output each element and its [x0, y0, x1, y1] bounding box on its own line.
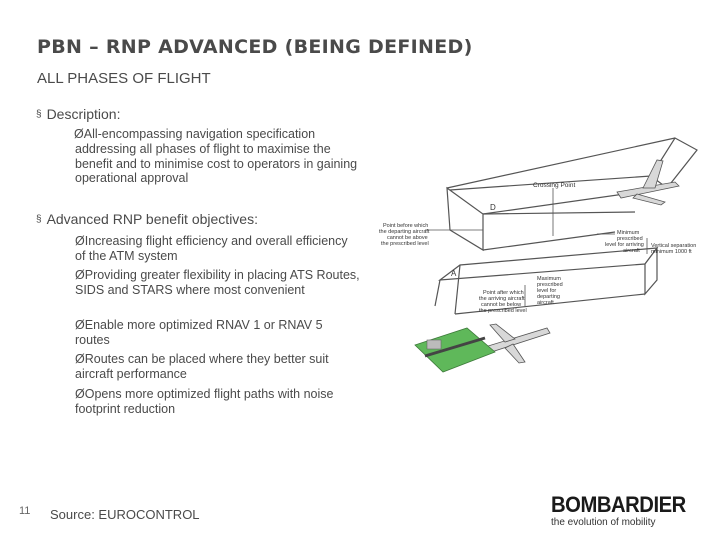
departing-aircraft-icon: [616, 159, 680, 206]
section-heading-description: § Description:: [36, 106, 120, 122]
label-arriving-point-1: Point after which: [483, 290, 524, 296]
arrow-bullet: Ø: [75, 234, 85, 248]
label-arriving-point-3: cannot be below: [481, 302, 521, 308]
label-a: A: [451, 269, 457, 278]
section-bullet: §: [36, 214, 42, 225]
bullet-item: ØEnable more optimized RNAV 1 or RNAV 5 …: [75, 318, 360, 348]
bullet-item: ØIncreasing flight efficiency and overal…: [75, 234, 360, 264]
arriving-aircraft-icon: [474, 323, 551, 364]
leader-lines: [425, 188, 648, 306]
arrival-tunnel: [434, 211, 659, 315]
label-max-level-3: level for: [537, 288, 556, 294]
arrow-bullet: Ø: [75, 318, 85, 332]
source-citation: Source: EUROCONTROL: [50, 507, 200, 522]
label-crossing-point: Crossing Point: [533, 182, 575, 189]
bullet-item-text: Increasing flight efficiency and overall…: [75, 234, 348, 263]
bullet-item-text: All-encompassing navigation specificatio…: [75, 127, 358, 186]
bullet-item-text: Opens more optimized flight paths with n…: [75, 387, 334, 416]
page-number: 11: [19, 505, 31, 517]
label-arriving-point-4: the prescribed level: [479, 308, 527, 314]
bullet-text: ØEnable more optimized RNAV 1 or RNAV 5 …: [75, 318, 360, 348]
bombardier-logo: BOMBARDIER the evolution of mobility: [551, 492, 686, 529]
bullet-item: ØProviding greater flexibility in placin…: [75, 268, 360, 298]
label-min-level-4: aircraft: [623, 248, 640, 254]
bullet-item-text: Routes can be placed where they better s…: [75, 352, 329, 381]
airport-ground: [414, 327, 496, 373]
label-max-level-4: departing: [537, 294, 560, 300]
section-heading-text: Description:: [46, 106, 121, 122]
label-max-level-2: prescribed: [537, 282, 563, 288]
label-max-level-1: Maximum: [537, 276, 561, 282]
section-heading-text: Advanced RNP benefit objectives:: [46, 211, 258, 227]
label-max-level-5: aircraft: [537, 300, 554, 306]
slide-subtitle: ALL PHASES OF FLIGHT: [37, 70, 211, 87]
section-bullet: §: [36, 109, 42, 120]
label-arriving-point-2: the arriving aircraft: [479, 296, 525, 302]
label-vertical-sep-1: Vertical separation: [651, 243, 696, 249]
bullet-item: ØAll-encompassing navigation specificati…: [74, 127, 360, 186]
label-d: D: [490, 203, 496, 212]
section-heading-objectives: § Advanced RNP benefit objectives:: [36, 211, 258, 227]
bullet-text: ØOpens more optimized flight paths with …: [75, 387, 360, 417]
bullet-text: ØAll-encompassing navigation specificati…: [74, 127, 360, 186]
crossing-point-diagram: Crossing Point D A Point before which th…: [379, 137, 698, 373]
bullet-item: ØRoutes can be placed where they better …: [75, 352, 360, 382]
bullet-item-text: Enable more optimized RNAV 1 or RNAV 5 r…: [75, 318, 323, 347]
logo-name: BOMBARDIER: [551, 492, 686, 517]
label-departing-point-4: the prescribed level: [381, 241, 429, 247]
arrow-bullet: Ø: [74, 127, 84, 141]
arrow-bullet: Ø: [75, 387, 85, 401]
departure-tunnel: [446, 137, 698, 252]
label-departing-point-3: cannot be above: [387, 235, 428, 241]
slide-title: PBN – RNP ADVANCED (BEING DEFINED): [37, 36, 473, 58]
logo-tagline: the evolution of mobility: [551, 517, 656, 528]
label-min-level-3: level for arriving: [605, 242, 644, 248]
bullet-item: ØOpens more optimized flight paths with …: [75, 387, 360, 417]
arrow-bullet: Ø: [75, 352, 85, 366]
label-min-level-2: prescribed: [617, 236, 643, 242]
bullet-item-text: Providing greater flexibility in placing…: [75, 268, 360, 297]
label-departing-point-2: the departing aircraft: [379, 229, 430, 235]
label-departing-point-1: Point before which: [383, 223, 428, 229]
bullet-text: ØRoutes can be placed where they better …: [75, 352, 360, 382]
label-vertical-sep-2: minimum 1000 ft: [651, 249, 692, 255]
label-min-level-1: Minimum: [617, 230, 640, 236]
bullet-text: ØIncreasing flight efficiency and overal…: [75, 234, 360, 264]
bullet-text: ØProviding greater flexibility in placin…: [75, 268, 360, 298]
arrow-bullet: Ø: [75, 268, 85, 282]
